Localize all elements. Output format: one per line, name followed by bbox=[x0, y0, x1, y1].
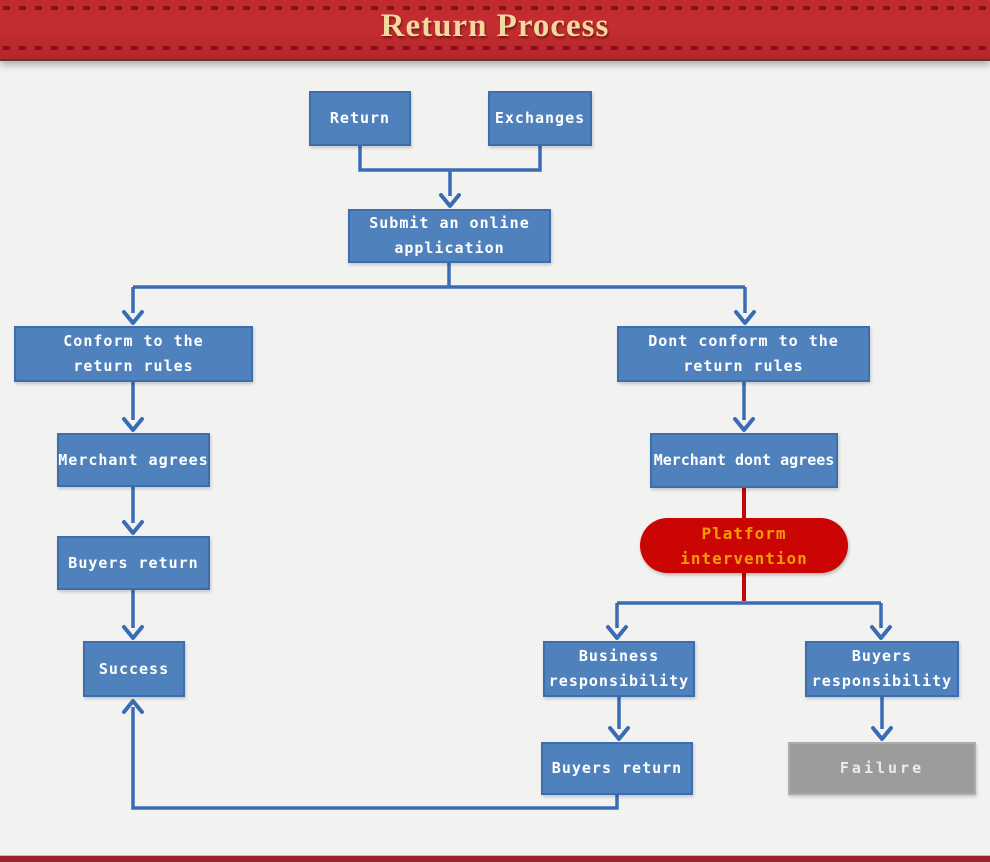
node-buyers-responsibility: Buyers responsibility bbox=[805, 641, 959, 697]
connector-right-chain bbox=[733, 382, 755, 601]
node-failure: Failure bbox=[788, 742, 976, 795]
banner-dashed-line-top bbox=[3, 6, 987, 10]
title-banner: Return Process bbox=[0, 0, 990, 61]
node-success: Success bbox=[83, 641, 185, 697]
banner-dashed-line-bottom bbox=[3, 46, 987, 50]
node-buyers-return-left: Buyers return bbox=[57, 536, 210, 590]
connector-loop-back-to-success bbox=[122, 699, 619, 810]
bottom-accent-strip bbox=[0, 855, 990, 862]
node-merchant-dont-agrees: Merchant dont agrees bbox=[650, 433, 838, 488]
node-platform-intervention: Platform intervention bbox=[640, 518, 848, 573]
node-business-responsibility: Business responsibility bbox=[543, 641, 695, 697]
connector-intervention-split bbox=[606, 601, 893, 741]
node-submit-application: Submit an online application bbox=[348, 209, 551, 263]
connector-submit-branch bbox=[122, 263, 756, 325]
connector-left-chain bbox=[122, 382, 144, 640]
node-dont-conform-rules: Dont conform to the return rules bbox=[617, 326, 870, 382]
node-return: Return bbox=[309, 91, 411, 146]
page-title: Return Process bbox=[380, 8, 610, 44]
node-conform-rules: Conform to the return rules bbox=[14, 326, 253, 382]
connector-merge-return-exchanges bbox=[358, 146, 542, 208]
node-buyers-return-right: Buyers return bbox=[541, 742, 693, 795]
node-exchanges: Exchanges bbox=[488, 91, 592, 146]
node-merchant-agrees: Merchant agrees bbox=[57, 433, 210, 487]
